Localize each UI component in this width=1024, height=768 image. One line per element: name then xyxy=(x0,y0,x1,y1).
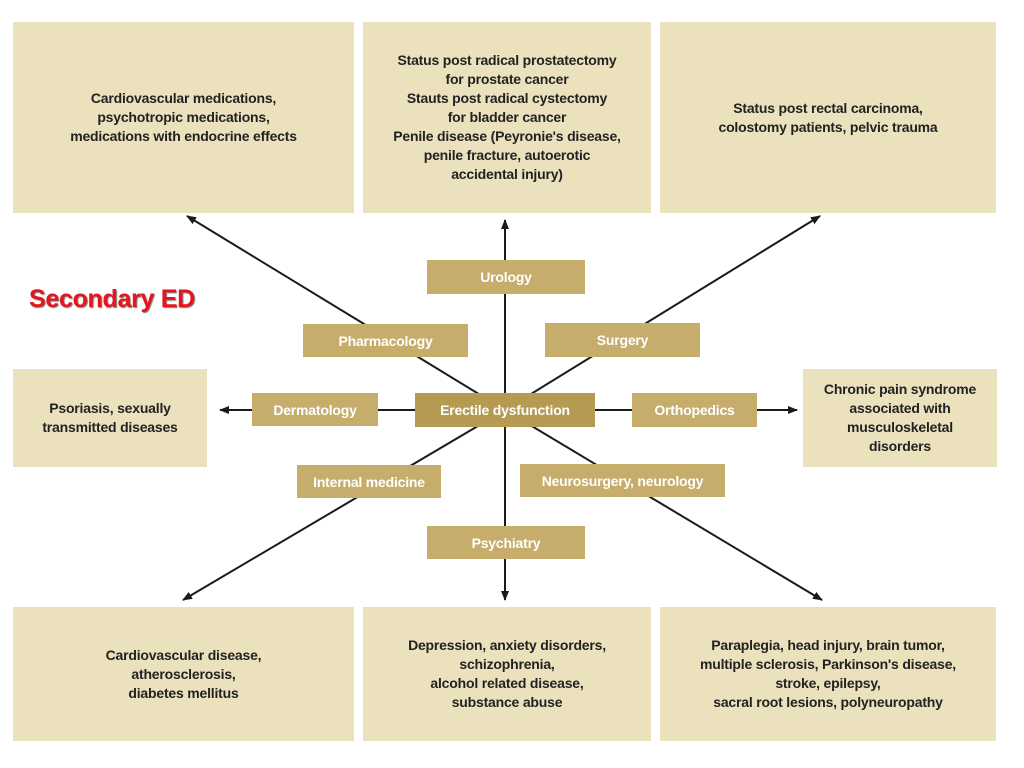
center-label-erectile-dysfunction: Erectile dysfunction xyxy=(415,393,595,427)
arrow-down-right xyxy=(504,409,823,601)
cause-text-bottom-right: Paraplegia, head injury, brain tumor, mu… xyxy=(699,637,956,710)
cause-text-top-left: Cardiovascular medications, psychotropic… xyxy=(70,90,297,144)
label-orthopedics: Orthopedics xyxy=(632,393,757,427)
label-surgery: Surgery xyxy=(545,323,700,357)
cause-box-top-left: Cardiovascular medications, psychotropic… xyxy=(13,22,354,213)
cause-box-bottom-left: Cardiovascular disease, atherosclerosis,… xyxy=(13,607,354,741)
label-urology: Urology xyxy=(427,260,585,294)
cause-box-top-right: Status post rectal carcinoma, colostomy … xyxy=(660,22,996,213)
cause-box-bottom-center: Depression, anxiety disorders, schizophr… xyxy=(363,607,651,741)
cause-text-middle-left: Psoriasis, sexually transmitted diseases xyxy=(42,400,178,435)
cause-box-middle-left: Psoriasis, sexually transmitted diseases xyxy=(13,369,207,467)
cause-text-top-center: Status post radical prostatectomy for pr… xyxy=(393,52,621,182)
label-internal-medicine: Internal medicine xyxy=(297,465,441,498)
label-dermatology: Dermatology xyxy=(252,393,378,426)
cause-box-middle-right: Chronic pain syndrome associated with mu… xyxy=(803,369,997,467)
cause-box-bottom-right: Paraplegia, head injury, brain tumor, mu… xyxy=(660,607,996,741)
arrow-up-right xyxy=(504,215,821,411)
arrow-up-left xyxy=(186,215,506,411)
arrow-down-left xyxy=(182,409,506,601)
cause-text-middle-right: Chronic pain syndrome associated with mu… xyxy=(823,381,977,454)
diagram-title: Secondary ED xyxy=(29,285,195,313)
label-psychiatry: Psychiatry xyxy=(427,526,585,559)
cause-text-bottom-center: Depression, anxiety disorders, schizophr… xyxy=(408,637,606,710)
label-pharmacology: Pharmacology xyxy=(303,324,468,357)
cause-text-top-right: Status post rectal carcinoma, colostomy … xyxy=(718,99,938,135)
cause-box-top-center: Status post radical prostatectomy for pr… xyxy=(363,22,651,213)
label-neurosurgery-neurology: Neurosurgery, neurology xyxy=(520,464,725,497)
cause-text-bottom-left: Cardiovascular disease, atherosclerosis,… xyxy=(105,646,262,701)
